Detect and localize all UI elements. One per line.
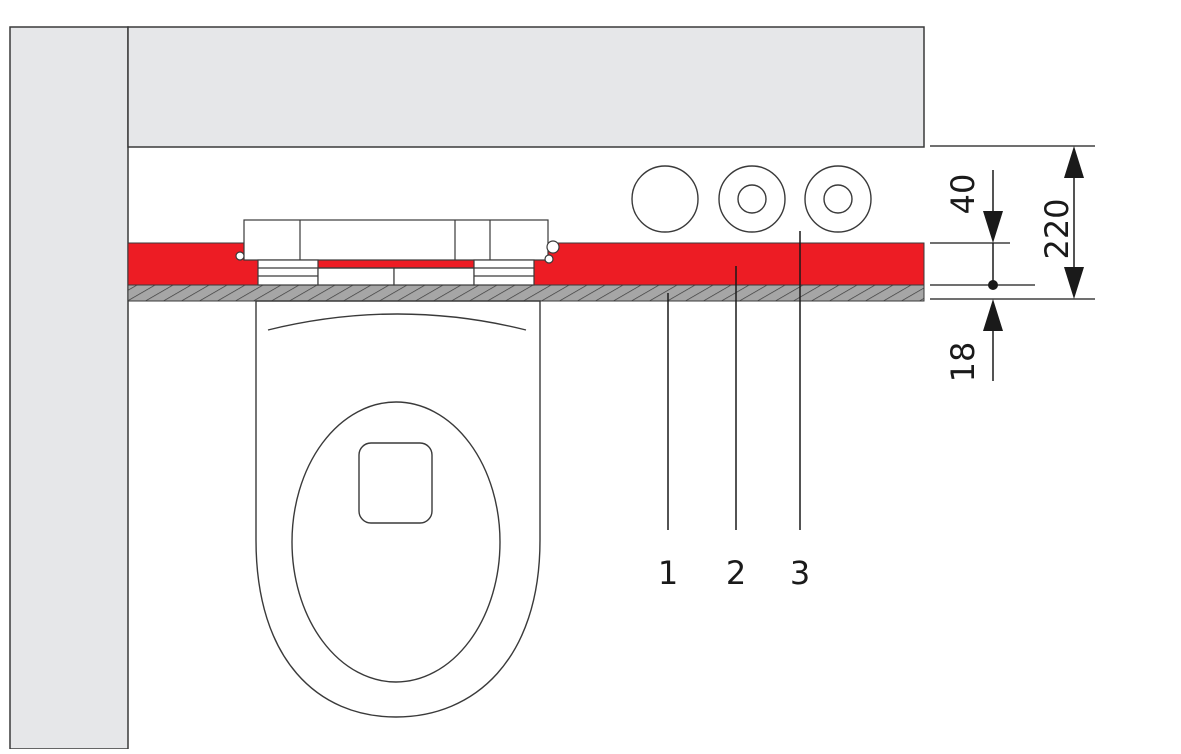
callout-2: 2 bbox=[726, 554, 746, 592]
wall-left bbox=[9, 26, 129, 750]
dimension-220-label: 220 bbox=[1038, 198, 1076, 259]
board-layer bbox=[127, 284, 925, 302]
pipe-plain bbox=[631, 165, 699, 233]
pipe-insulated-2 bbox=[804, 165, 872, 233]
dimension-40-label: 40 bbox=[944, 174, 982, 215]
cistern-frame bbox=[235, 219, 560, 286]
leader-lines bbox=[667, 231, 801, 530]
callout-1: 1 bbox=[658, 554, 678, 592]
dimension-40 bbox=[983, 170, 1003, 290]
dimension-18 bbox=[983, 299, 1003, 381]
dimension-220 bbox=[1064, 146, 1084, 299]
callout-3: 3 bbox=[790, 554, 810, 592]
pipe-insulated-1 bbox=[718, 165, 786, 233]
dimension-18-label: 18 bbox=[944, 342, 982, 383]
dimension-extension-lines bbox=[930, 145, 1095, 300]
toilet-bowl bbox=[255, 300, 541, 718]
wall-top bbox=[127, 26, 925, 148]
